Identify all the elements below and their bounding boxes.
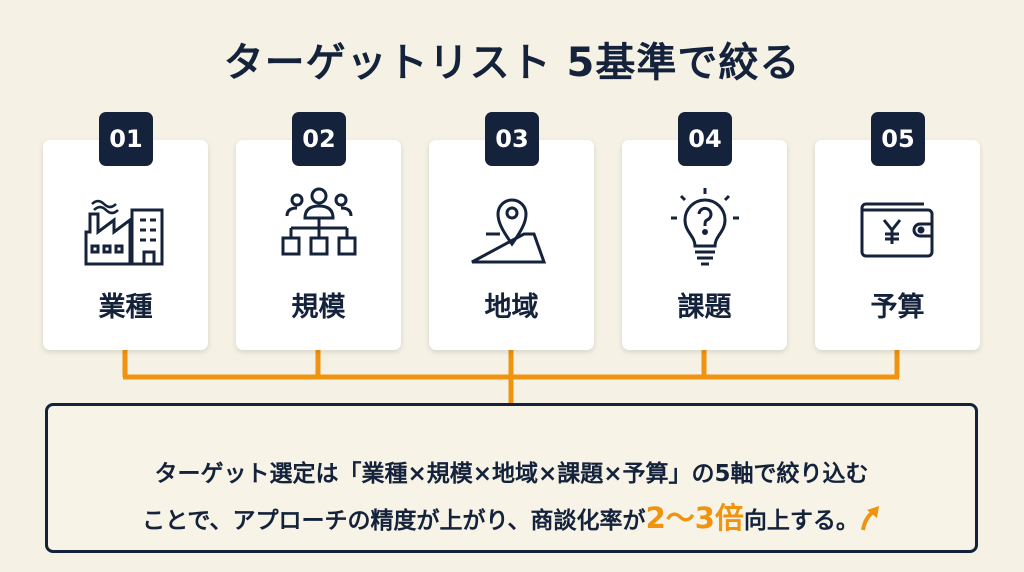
- criterion-label: 課題: [677, 292, 732, 323]
- up-arrow-icon: [860, 506, 879, 531]
- criterion-card-industry: 01 業種: [43, 112, 208, 350]
- number-badge: 02: [292, 112, 346, 166]
- summary-box: ターゲット選定は「業種×規模×地域×課題×予算」の5軸で絞り込む ことで、アプロ…: [45, 403, 978, 553]
- criterion-label: 地域: [484, 292, 539, 323]
- number-badge: 03: [485, 112, 539, 166]
- yen-wallet-icon: [860, 202, 934, 258]
- criterion-card-budget: 05 予算: [815, 112, 980, 350]
- summary-line-2: ことで、アプローチの精度が上がり、商談化率が2〜3倍向上する。: [48, 495, 975, 537]
- highlight-multiplier: 2〜3倍: [645, 501, 744, 535]
- map-pin-icon: [471, 198, 547, 264]
- summary-line-1: ターゲット選定は「業種×規模×地域×課題×予算」の5軸で絞り込む: [154, 461, 869, 487]
- summary-text: ことで、アプローチの精度が上がり、商談化率が: [142, 508, 646, 534]
- number-badge: 05: [871, 112, 925, 166]
- number-badge: 04: [678, 112, 732, 166]
- lightbulb-question-icon: [671, 188, 739, 266]
- org-chart-icon: [281, 187, 357, 256]
- criterion-card-region: 03 地域: [429, 112, 594, 350]
- factory-icon: [84, 199, 164, 266]
- number-badge: 01: [99, 112, 153, 166]
- criterion-card-size: 02 規模: [236, 112, 401, 350]
- summary-text: 向上する。: [743, 508, 859, 534]
- criterion-card-issue: 04 課題: [622, 112, 787, 350]
- criterion-label: 業種: [98, 292, 153, 323]
- criterion-label: 規模: [291, 292, 346, 323]
- page-title: ターゲットリスト 5基準で絞る: [223, 40, 801, 86]
- criterion-label: 予算: [870, 292, 925, 323]
